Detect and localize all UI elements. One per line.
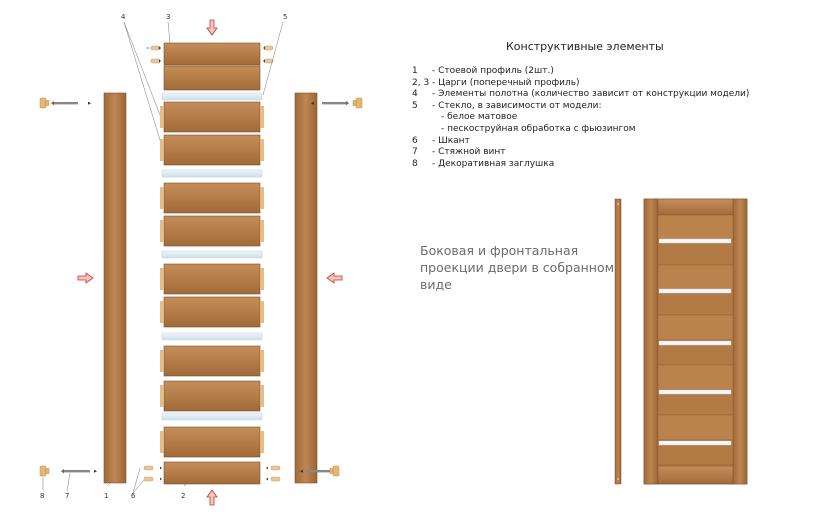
glass-strip [161,412,263,421]
front-panel-row [657,289,734,316]
panel-tenon [260,220,264,242]
legend-item: - белое матовое [412,112,832,124]
assembled-view-caption: Боковая и фронтальная проекции двери в с… [420,243,615,292]
dowel-icon [143,45,281,482]
legend-item: 2, 3- Царги (поперечный профиль) [412,78,832,90]
legend-item: 7 - Стяжной винт [412,147,832,159]
legend-item-text: - Царги (поперечный профиль) [432,77,580,88]
callout-7: 7 [65,492,70,500]
panel-tenon [260,139,264,161]
panel-tenon [160,385,164,407]
panel-tenon [160,268,164,290]
legend-item-text: - пескоструйная обработка с фьюзингом [441,123,636,134]
legend-item-number: 6 [412,135,418,146]
callout-5: 5 [283,13,288,21]
door-panel-elements [160,101,264,458]
panel-element [163,345,261,377]
panel-tenon [260,385,264,407]
panel-tenon [260,268,264,290]
legend-item-number [412,112,441,124]
front-panel-row [657,414,734,441]
legend-item-text: - Стяжной винт [432,147,506,158]
door-front-view [643,198,748,485]
callout-1: 1 [104,492,109,500]
panel-element [163,296,261,328]
panel-tenon [160,187,164,209]
panel-tenon [260,106,264,128]
panel-tenon [260,431,264,453]
front-glass-strip [658,288,732,294]
panel-element [163,215,261,247]
panel-tenon [260,350,264,372]
panel-element [163,101,261,133]
glass-strip [161,250,263,259]
panel-tenon [160,431,164,453]
panel-tenon [260,301,264,323]
legend-item-text: - Шкант [432,135,470,146]
left-stile-profile [103,92,127,484]
legend-item-number: 8 [412,158,418,169]
legend-item-number: 7 [412,147,418,158]
panel-element [163,182,261,214]
front-glass-strip [658,440,732,446]
legend-item-number: 2, 3 [412,77,430,88]
callout-4: 4 [121,13,126,21]
legend-item-text: - Стекло, в зависимости от модели: [432,100,602,111]
callout-leaders [42,21,284,494]
small-arrow-icon [88,101,314,473]
glass-strip [161,332,263,341]
legend-item-text: - Стоевой профиль (2шт.) [432,66,554,76]
callout-6: 6 [131,492,136,500]
panel-tenon [160,350,164,372]
decorative-plug-icon [39,97,363,477]
front-glass-strip [658,389,732,395]
legend-item: 1 - Стоевой профиль (2шт.) [412,66,832,78]
front-panel-row [657,239,734,266]
front-panel-row [657,264,734,291]
legend-item-text: - Элементы полотна (количество зависит о… [432,89,750,100]
legend-title: Конструктивные элементы [506,40,664,53]
panel-tenon [160,220,164,242]
right-stile-profile [294,92,318,484]
legend-item-number: 1 [412,66,418,76]
panel-tenon [160,139,164,161]
front-panel-row [657,364,734,391]
legend-item: 8 - Декоративная заглушка [412,159,832,171]
panel-tenon [160,106,164,128]
legend-item-number: 5 [412,100,418,111]
small-arrow-icon [146,46,268,481]
front-glass-strip [658,238,732,244]
callout-8: 8 [40,492,45,500]
callout-3: 3 [166,13,171,21]
front-glass-strip [658,340,732,346]
legend-item: 5 - Стекло, в зависимости от модели: [412,101,832,113]
legend-item-number [412,124,441,136]
panel-element [163,426,261,458]
door-side-view [614,198,622,485]
legend-item-text: - белое матовое [441,112,518,123]
glass-strip [161,169,263,178]
panel-tenon [260,187,264,209]
legend-item: - пескоструйная обработка с фьюзингом [412,124,832,136]
legend-item: 4 - Элементы полотна (количество зависит … [412,89,832,101]
panel-element [163,263,261,295]
callout-2: 2 [181,492,186,500]
panel-element [163,380,261,412]
top-rail [163,42,261,91]
front-panel-row [657,214,734,241]
assembly-arrow-icon [77,19,343,506]
panel-element [163,134,261,166]
glass-inserts [161,92,263,421]
legend-item: 6 - Шкант [412,136,832,148]
front-panel-row [657,464,734,467]
legend-item-number: 4 [412,89,418,100]
legend-item-text: - Декоративная заглушка [432,158,555,169]
front-panel-row [657,314,734,341]
legend-list: 1- Стоевой профиль (2шт.)2, 3- Царги (по… [412,66,832,170]
panel-tenon [160,301,164,323]
bottom-rail [163,461,261,485]
glass-strip [161,92,263,101]
